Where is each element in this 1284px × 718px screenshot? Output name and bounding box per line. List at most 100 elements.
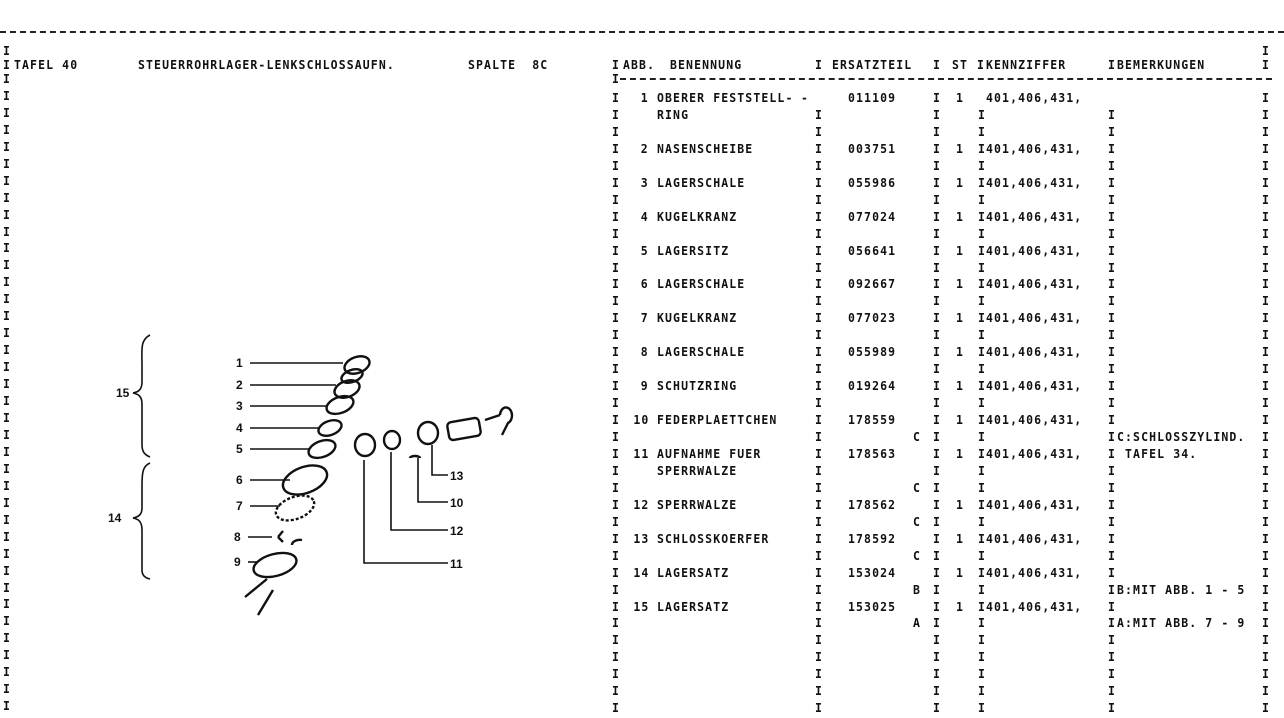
separator: I (933, 548, 942, 563)
separator: I (815, 446, 824, 461)
item-abb: 6 (640, 276, 649, 291)
item-remark-marker: B (913, 582, 922, 597)
separator: I (933, 683, 942, 698)
separator: I (978, 565, 987, 580)
separator: I (1262, 497, 1271, 512)
separator: I (612, 429, 621, 444)
item-name: SPERRWALZE (657, 463, 738, 478)
separator: I (1108, 226, 1117, 241)
callout-10: 10 (450, 496, 464, 510)
separator: I (1108, 327, 1117, 342)
separator: I (1262, 344, 1271, 359)
column-reference: SPALTE 8C (468, 57, 549, 72)
callout-8: 8 (234, 530, 241, 544)
separator: I (933, 480, 942, 495)
separator: I (1262, 615, 1271, 630)
separator: I (1108, 649, 1117, 664)
separator: I (1262, 446, 1271, 461)
separator: I (1108, 276, 1117, 291)
item-part-number: 178563 (848, 446, 897, 461)
left-border-mark: I (3, 122, 12, 137)
separator: I (978, 141, 987, 156)
left-border-mark: I (3, 630, 12, 645)
separator: I (612, 446, 621, 461)
separator: I (933, 192, 942, 207)
separator: I (1108, 57, 1117, 72)
separator: I (1262, 192, 1271, 207)
separator: I (1108, 344, 1117, 359)
separator: I (612, 209, 621, 224)
item-code: 401,406,431, (986, 141, 1083, 156)
separator: I (978, 395, 987, 410)
separator: I (815, 361, 824, 376)
callout-1: 1 (236, 356, 243, 370)
separator: I (1262, 361, 1271, 376)
separator: I (978, 378, 987, 393)
item-remark: C:SCHLOSSZYLIND. (1117, 429, 1246, 444)
item-code: 401,406,431, (986, 446, 1083, 461)
item-name: AUFNAHME FUER (657, 446, 762, 461)
separator: I (1108, 599, 1117, 614)
item-name: SCHUTZRING (657, 378, 738, 393)
separator: I (815, 700, 824, 715)
col-abb: ABB. (623, 57, 656, 72)
separator: I (933, 565, 942, 580)
separator: I (1262, 429, 1271, 444)
separator: I (815, 683, 824, 698)
separator: I (978, 429, 987, 444)
item-abb: 1 (640, 90, 649, 105)
separator: I (612, 649, 621, 664)
left-border-mark: I (3, 427, 12, 442)
separator: I (978, 243, 987, 258)
separator: I (978, 582, 987, 597)
separator: I (933, 107, 942, 122)
separator: I (815, 480, 824, 495)
separator: I (978, 412, 987, 427)
hyphen-continuation: - (801, 90, 810, 105)
separator: I (612, 293, 621, 308)
separator: I (1108, 192, 1117, 207)
separator: I (933, 175, 942, 190)
col-code: KENNZIFFER (986, 57, 1067, 72)
separator: I (815, 548, 824, 563)
item-quantity: 1 (956, 344, 965, 359)
separator: I (978, 599, 987, 614)
item-part-number: 055989 (848, 344, 897, 359)
separator: I (815, 226, 824, 241)
separator: I (978, 548, 987, 563)
item-quantity: 1 (956, 175, 965, 190)
separator: I (612, 615, 621, 630)
separator: I (815, 276, 824, 291)
col-part: ERSATZTEIL (832, 57, 913, 72)
left-border-mark: I (3, 613, 12, 628)
separator: I (1262, 141, 1271, 156)
callout-5: 5 (236, 442, 243, 456)
separator: I (933, 57, 942, 72)
item-part-number: 092667 (848, 276, 897, 291)
left-border-mark: I (3, 410, 12, 425)
separator: I (1262, 480, 1271, 495)
separator: I (612, 327, 621, 342)
separator: I (612, 107, 621, 122)
separator: I (978, 361, 987, 376)
separator: I (1262, 293, 1271, 308)
callout-9: 9 (234, 555, 241, 569)
separator: I (933, 361, 942, 376)
separator: I (978, 632, 987, 647)
separator: I (933, 344, 942, 359)
separator: I (978, 175, 987, 190)
separator: I (1108, 260, 1117, 275)
item-part-number: 178559 (848, 412, 897, 427)
separator: I (1262, 90, 1271, 105)
item-name: LAGERSCHALE (657, 276, 746, 291)
separator: I (933, 497, 942, 512)
item-part-number: 003751 (848, 141, 897, 156)
separator: I (815, 260, 824, 275)
separator: I (815, 243, 824, 258)
item-quantity: 1 (956, 90, 965, 105)
item-code: 401,406,431, (986, 531, 1083, 546)
separator: I (815, 582, 824, 597)
separator: I (815, 412, 824, 427)
separator: I (978, 615, 987, 630)
separator: I (933, 243, 942, 258)
